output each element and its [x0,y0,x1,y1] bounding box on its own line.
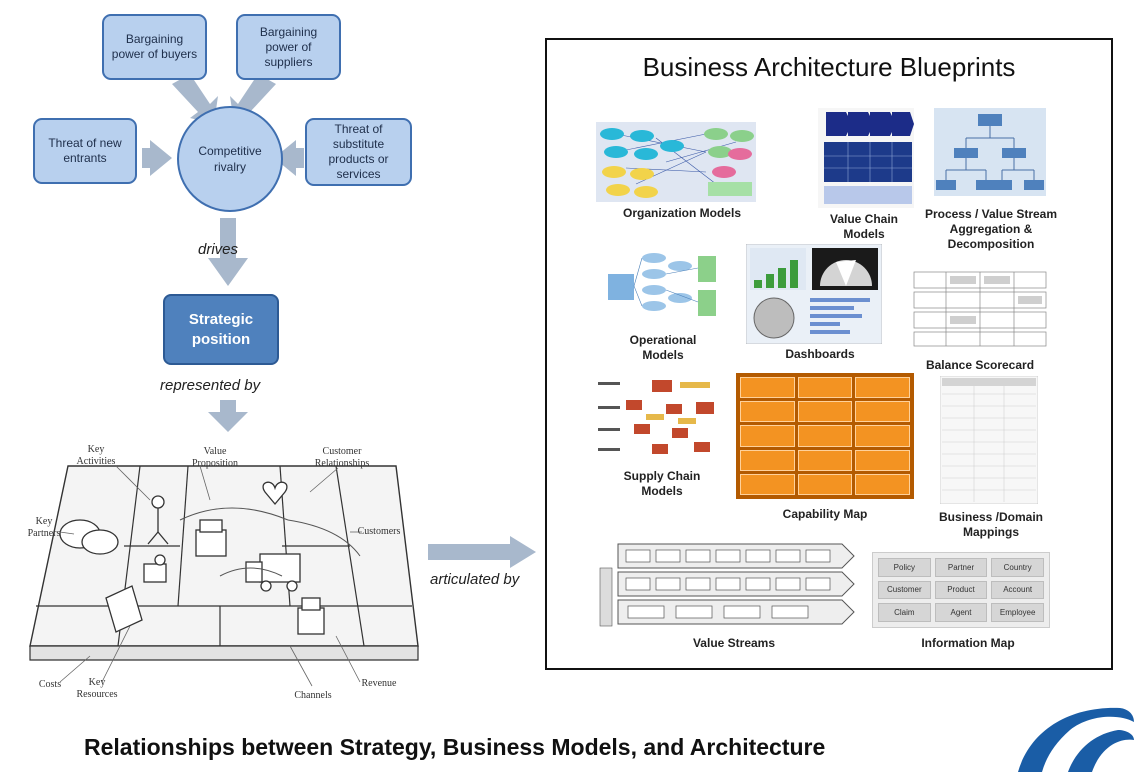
dashboards-label: Dashboards [785,347,855,361]
suppliers-force-box: Bargaining power of suppliers [236,14,341,80]
organization-models-label: Organization Models [622,206,741,220]
info-map-cell: Partner [934,558,988,577]
capability-map-label: Capability Map [782,507,868,521]
process-value-stream-thumbnail [934,108,1046,196]
blueprints-title: Business Architecture Blueprints [642,52,1016,82]
strategic-position-box: Strategic position [163,294,279,365]
channels-label: Channels [294,690,332,701]
info-map-cell: Customer [878,580,931,600]
operational-models-label: Operational Models [629,333,697,362]
revenue-label: Revenue [361,678,397,689]
info-map-cell: Agent [934,603,988,622]
capability-map-thumbnail [736,373,914,499]
info-map-cell: Country [991,558,1044,577]
substitutes-force-box: Threat of substitute products or service… [305,118,412,186]
competitive-rivalry-circle: Competitive rivalry [177,106,283,212]
dashboards-thumbnail [746,244,882,344]
new-entrants-force-box: Threat of new entrants [33,118,137,184]
value-chain-models-label: Value Chain Models [829,212,899,241]
value-streams-thumbnail [598,538,860,630]
operational-models-thumbnail [604,244,720,328]
value-streams-label: Value Streams [692,636,776,650]
key-resources-label: Key Resources [76,677,118,700]
articulated-by-arrow [428,536,536,568]
information-map-label: Information Map [921,636,1015,650]
customers-label: Customers [357,526,401,537]
organization-models-thumbnail [596,122,756,202]
balance-scorecard-label: Balance Scorecard [925,358,1035,372]
logo-swoosh-icon [1018,707,1134,772]
costs-label: Costs [38,679,62,690]
customer-relationships-label: Customer Relationships [314,446,370,469]
key-activities-label: Key Activities [76,444,116,467]
info-map-cell: Product [934,580,988,600]
supply-chain-models-thumbnail [596,378,724,464]
represented-by-label: represented by [160,377,261,394]
supply-chain-models-label: Supply Chain Models [623,469,701,498]
information-map-thumbnail: Policy Partner Country Customer Product … [872,552,1050,628]
balance-scorecard-thumbnail [910,262,1050,350]
value-proposition-label: Value Proposition [191,446,239,469]
slide-caption: Relationships between Strategy, Business… [84,734,826,760]
buyers-force-box: Bargaining power of buyers [102,14,207,80]
business-model-canvas-illustration [29,465,419,687]
business-domain-mappings-thumbnail [940,376,1038,504]
info-map-cell: Policy [878,558,931,577]
key-partners-label: Key Partners [27,516,61,539]
info-map-cell: Claim [878,603,931,622]
articulated-by-label: articulated by [430,571,520,588]
business-domain-mappings-label: Business /Domain Mappings [938,510,1044,539]
info-map-cell: Employee [991,603,1044,622]
drives-label: drives [198,241,239,258]
process-value-stream-label: Process / Value Stream Aggregation & Dec… [924,207,1058,251]
value-chain-models-thumbnail [818,108,914,208]
info-map-cell: Account [991,580,1044,600]
